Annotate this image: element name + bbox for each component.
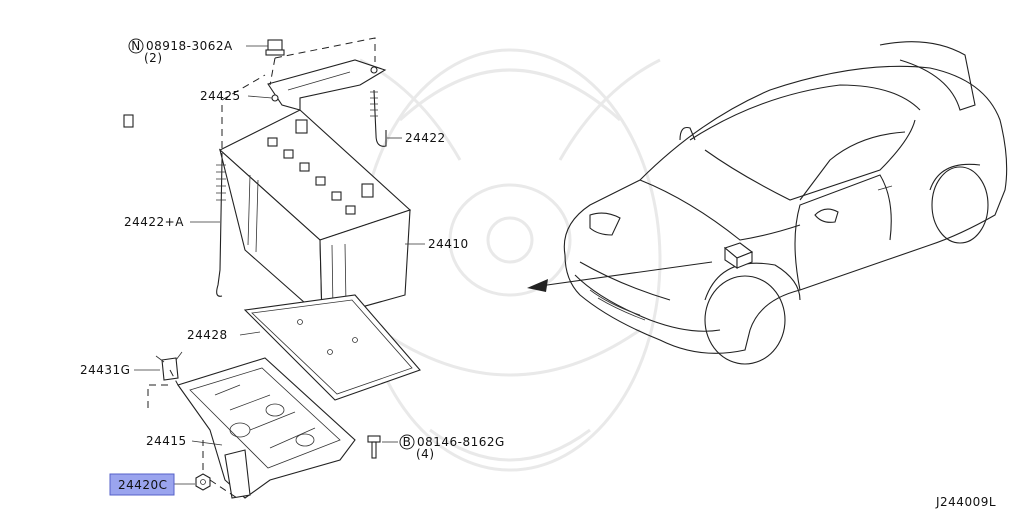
nut-24420c: [195, 473, 211, 491]
battery-caps: [267, 137, 356, 215]
battery-tray: [177, 357, 356, 499]
label-bracket: 24425: [200, 89, 241, 103]
car-outline: [563, 41, 1008, 365]
location-arrow: [527, 261, 713, 292]
svg-text:N: N: [131, 39, 140, 53]
label-rod-right: 24422: [405, 131, 446, 145]
label-nut-qty: (2): [144, 51, 163, 65]
hold-down-rod-right: [370, 89, 387, 147]
hold-down-rod-left: [216, 159, 226, 297]
battery-terminal: [361, 183, 374, 198]
label-clip: 24431G: [80, 363, 130, 377]
svg-text:B: B: [403, 435, 412, 449]
leader-lines: [134, 45, 425, 485]
label-bolt-spec: 08146-8162G: [417, 435, 505, 449]
label-nut-spec: 08918-3062A: [146, 39, 233, 53]
label-highlighted[interactable]: 24420C: [118, 478, 168, 492]
bolt: [367, 435, 381, 459]
hold-down-bracket: [267, 59, 387, 111]
label-bolt-qty: (4): [416, 447, 435, 461]
battery-terminal: [295, 119, 308, 134]
top-nut: [265, 39, 285, 56]
battery-terminal: [123, 114, 134, 128]
diagram-code: J244009L: [935, 495, 996, 509]
prefix-n-badge: N: [128, 38, 144, 54]
label-tray: 24415: [146, 434, 187, 448]
battery: [123, 109, 412, 320]
clip: [155, 351, 183, 381]
watermark-emblem: [358, 48, 662, 472]
label-battery: 24410: [428, 237, 469, 251]
prefix-b-badge: B: [399, 434, 415, 450]
tray-cover: [243, 294, 421, 401]
label-tray-cover: 24428: [187, 328, 228, 342]
label-rod-left: 24422+A: [124, 215, 184, 229]
highlighted-part-label[interactable]: 24420C: [109, 473, 175, 496]
